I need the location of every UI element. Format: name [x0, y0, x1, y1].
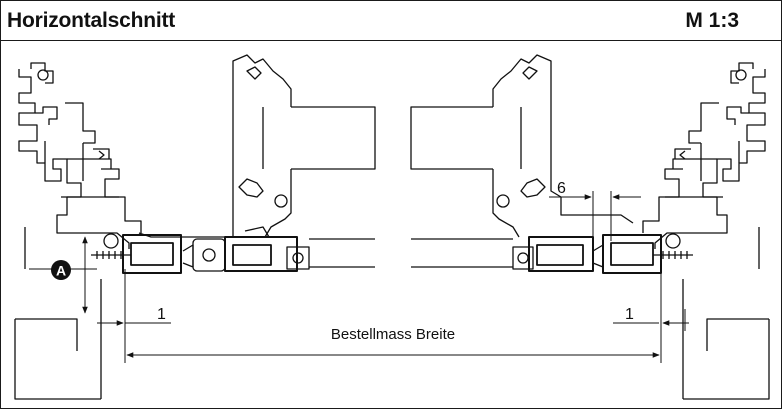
scale-label: M 1:3	[685, 8, 739, 32]
sheet-header: Horizontalschnitt M 1:3	[1, 1, 781, 41]
left-screw	[91, 233, 131, 259]
left-casing-profile	[18, 62, 142, 249]
right-casing-profile	[602, 62, 770, 400]
left-sash-profile	[138, 54, 376, 238]
dim-clearance-label: 6	[557, 180, 566, 197]
callout-a-label: A	[56, 263, 66, 279]
dim-gap-left-label: 1	[157, 306, 166, 323]
horizontal-section-drawing: A 1 1 6 Bestellmass Breite	[14, 54, 770, 400]
left-wall-block	[14, 227, 102, 400]
callout-a-marker: A	[51, 260, 71, 280]
dim-order-width-label: Bestellmass Breite	[331, 326, 455, 343]
left-screen-frame	[122, 234, 375, 274]
right-screen-frame	[411, 236, 604, 272]
section-title: Horizontalschnitt	[7, 8, 176, 32]
right-sash-profile	[410, 54, 634, 238]
dim-gap-right-label: 1	[625, 306, 634, 323]
